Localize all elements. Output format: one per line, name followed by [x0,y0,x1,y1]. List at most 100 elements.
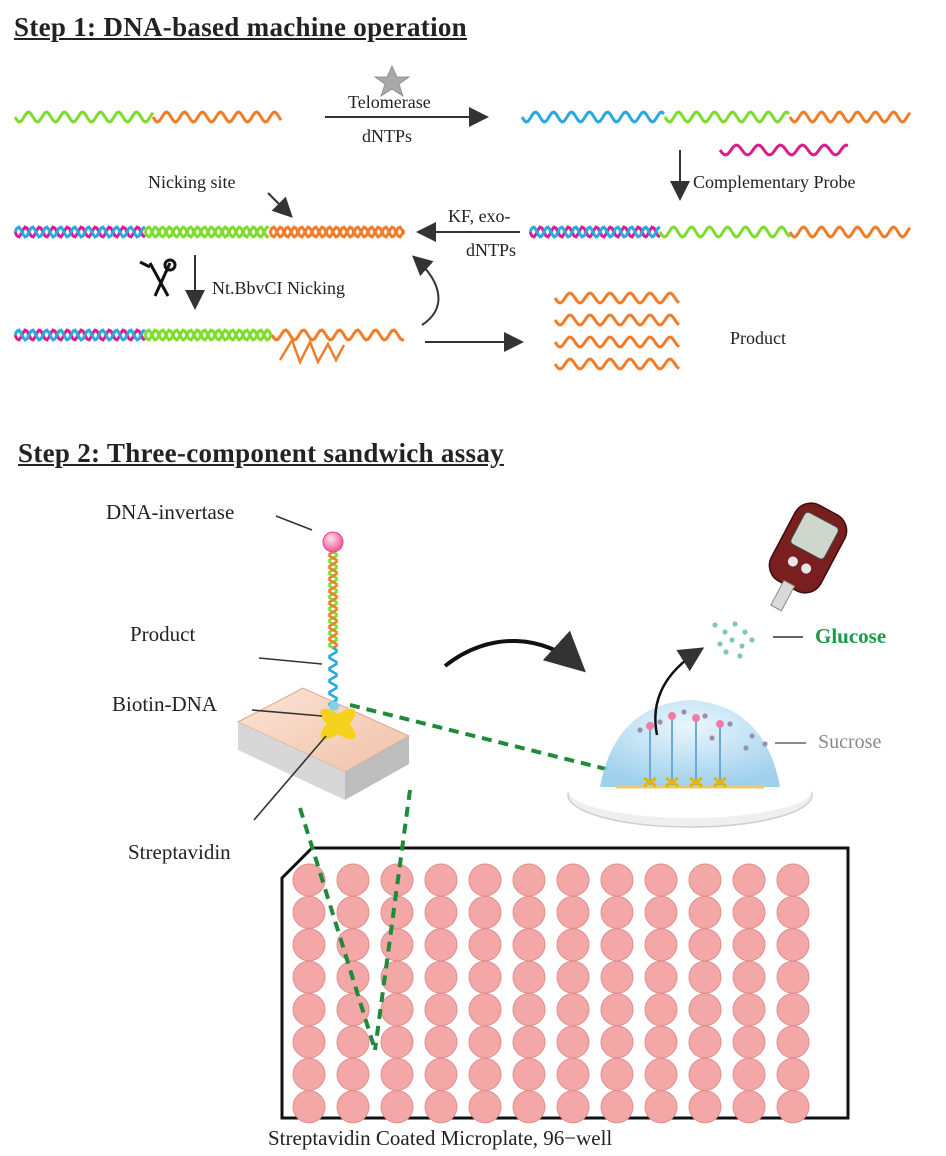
microplate-well [424,863,458,897]
microplate-well [688,863,722,897]
scissors-icon [139,258,177,297]
dna-invertase-pointer [275,515,313,531]
microplate-wells [292,863,810,1124]
microplate-well [556,895,590,929]
microplate-well [468,928,502,962]
microplate-well [468,1057,502,1091]
microplate-well [468,960,502,994]
microplate-well [644,993,678,1027]
zoom-dashed-lines [298,703,631,1051]
product-strand-4 [553,357,681,371]
displaced-product-fragment [278,337,346,366]
glucose-molecules [712,621,755,659]
microplate-well [644,960,678,994]
dna-invertase-label: DNA-invertase [106,500,235,524]
microplate-well [424,1090,458,1124]
microplate-well [600,1025,634,1059]
microplate-well [292,1057,326,1091]
duplex-green [143,225,270,239]
hybrid-strand-green [658,225,791,239]
dntps-mid-label: dNTPs [466,240,517,260]
microplate-well [644,863,678,897]
microplate-caption: Streptavidin Coated Microplate, 96−well [268,1126,613,1150]
microplate-well [468,1090,502,1124]
microplate-well [424,928,458,962]
microplate-well [600,895,634,929]
microplate-well [732,993,766,1027]
microplate-well [336,1025,370,1059]
nicked-duplex-magenta-blue [13,328,146,342]
microplate-well [336,1057,370,1091]
microplate-well [776,928,810,962]
primer-strand-orange [151,110,283,124]
primer-strand-green [13,110,155,124]
microplate-well [600,1090,634,1124]
kf-exo-label: KF, exo- [448,206,511,226]
microplate-well [380,1090,414,1124]
product-pointer [258,657,323,665]
microplate-well [732,1090,766,1124]
glucose-release-arrow [654,647,705,736]
product-label-step1: Product [730,328,786,348]
microplate-well [468,895,502,929]
microplate-well [468,863,502,897]
microplate-well [556,960,590,994]
microplate-well [688,1025,722,1059]
microplate-well [512,1090,546,1124]
complementary-probe-strand [718,143,849,157]
microplate-well [424,895,458,929]
microplate-well [600,960,634,994]
microplate-well [292,928,326,962]
microplate-well [732,1025,766,1059]
microplate-well [688,928,722,962]
microplate-well [292,960,326,994]
microplate-well [776,895,810,929]
step1-heading: Step 1: DNA-based machine operation [14,12,467,42]
microplate-well [732,960,766,994]
microplate-well [292,993,326,1027]
microplate-well [556,863,590,897]
microplate-well [732,895,766,929]
duplex-orange [268,225,406,239]
microplate-well [380,993,414,1027]
microplate-well [424,1025,458,1059]
biotin-dot [329,701,339,711]
microplate-well [336,1090,370,1124]
microplate-well [556,1090,590,1124]
nicked-duplex-green [143,328,273,342]
microplate-well [512,928,546,962]
streptavidin-molecule [320,708,356,740]
nicking-site-arrow [267,192,293,218]
invertase-bead [322,531,344,553]
microplate-well [336,895,370,929]
microplate-well [424,960,458,994]
duplex-magenta-blue [13,225,146,239]
microplate-well [600,863,634,897]
extended-strand-orange [788,110,912,124]
microplate-well [512,1025,546,1059]
nicking-enzyme-label: Nt.BbvCI Nicking [212,278,345,298]
microplate-well [556,993,590,1027]
nicked-strand-orange [270,328,405,342]
microplate-well [424,993,458,1027]
telomerase-star-icon [373,65,411,97]
microplate-well [380,1057,414,1091]
microplate-well [336,863,370,897]
microplate-well [512,1057,546,1091]
microplate-well [688,1057,722,1091]
microplate-well [688,960,722,994]
product-strand-3 [553,335,681,349]
microplate-well [644,1025,678,1059]
microplate-well [776,1090,810,1124]
telomere-repeat-strand-blue [520,110,665,124]
microplate-well [776,993,810,1027]
microplate-well [556,1025,590,1059]
microplate-well [776,863,810,897]
hybrid-duplex [528,225,661,239]
microplate-well [732,1057,766,1091]
immobilized-dna-invertase [643,712,727,788]
microplate-well [600,1057,634,1091]
microplate-well [292,863,326,897]
tile-side-right [345,736,409,800]
